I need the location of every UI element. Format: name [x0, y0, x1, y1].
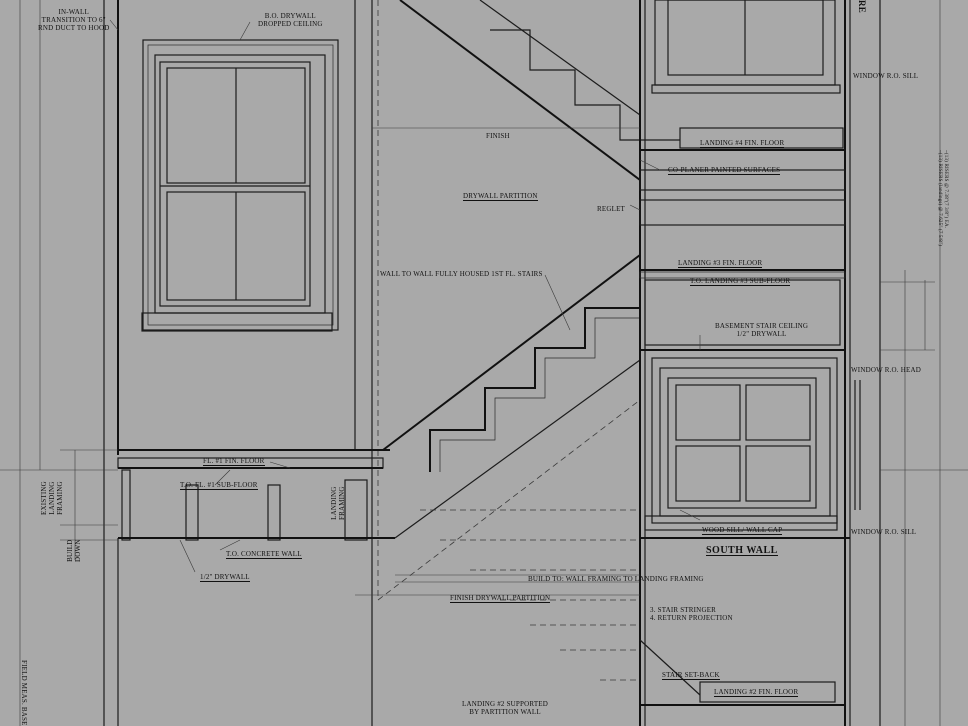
wood-sill-note: WOOD SILL/ WALL CAP: [702, 526, 783, 535]
stair-setback-note: STAIR SET-BACK: [662, 671, 720, 680]
bo-drywall-note: B.O. DRYWALL DROPPED CEILING: [258, 12, 323, 28]
south-wall-title: SOUTH WALL: [706, 545, 778, 556]
title-fragment-top-right: RE: [857, 0, 867, 13]
in-wall-transition-note: IN-WALL TRANSITION TO 6" RND DUCT TO HOO…: [38, 8, 110, 32]
field-measure-note: FIELD MEAS. BASE: [20, 660, 28, 726]
co-planer-note: CO-PLANER PAINTED SURFACES: [668, 166, 781, 175]
drywall-partition-note: DRYWALL PARTITION: [463, 192, 538, 201]
landing-4-note: LANDING #4 FIN. FLOOR: [700, 139, 785, 148]
finish-drywall-partition-note: FINISH DRYWALL PARTITION: [450, 594, 551, 603]
half-drywall-note: 1/2" DRYWALL: [200, 573, 250, 582]
existing-landing-note: EXISTING LANDING FRAMING: [40, 481, 64, 515]
landing-3-fin-note: LANDING #3 FIN. FLOOR: [678, 259, 763, 268]
risers-note: ~(13) RISERS @ 7.38"(7 3/8") EA. ~(13) R…: [937, 150, 948, 247]
to-concrete-wall-note: T.O. CONCRETE WALL: [226, 550, 302, 559]
floor-1-fin-note: FL. #1 FIN. FLOOR: [203, 457, 265, 466]
landing-2-supported-note: LANDING #2 SUPPORTED BY PARTITION WALL: [462, 700, 549, 716]
window-ro-sill-bottom-note: WINDOW R.O. SILL: [851, 528, 917, 536]
landing-2-fin-note: LANDING #2 FIN. FLOOR: [714, 688, 799, 697]
window-ro-head-note: WINDOW R.O. HEAD: [851, 366, 921, 374]
build-to-note: BUILD TO: WALL FRAMING TO LANDING FRAMIN…: [528, 575, 704, 583]
to-landing-3-note: T.O. LANDING #3 SUB-FLOOR: [690, 277, 791, 286]
basement-ceiling-note: BASEMENT STAIR CEILING 1/2" DRYWALL: [715, 322, 809, 338]
reglet-note: REGLET: [597, 205, 626, 213]
stair-stringer-note: 3. STAIR STRINGER 4. RETURN PROJECTION: [650, 606, 733, 622]
wall-to-wall-stairs-note: WALL TO WALL FULLY HOUSED 1ST FL. STAIRS: [380, 270, 543, 278]
window-ro-sill-top-note: WINDOW R.O. SILL: [853, 72, 919, 80]
build-down-note: BUILD DOWN: [66, 539, 82, 562]
landing-framing-note: LANDING FRAMING: [330, 486, 346, 520]
floor-1-subfloor-note: T.O. FL. #1 SUB-FLOOR: [180, 481, 258, 490]
finish-note: FINISH: [486, 132, 510, 140]
